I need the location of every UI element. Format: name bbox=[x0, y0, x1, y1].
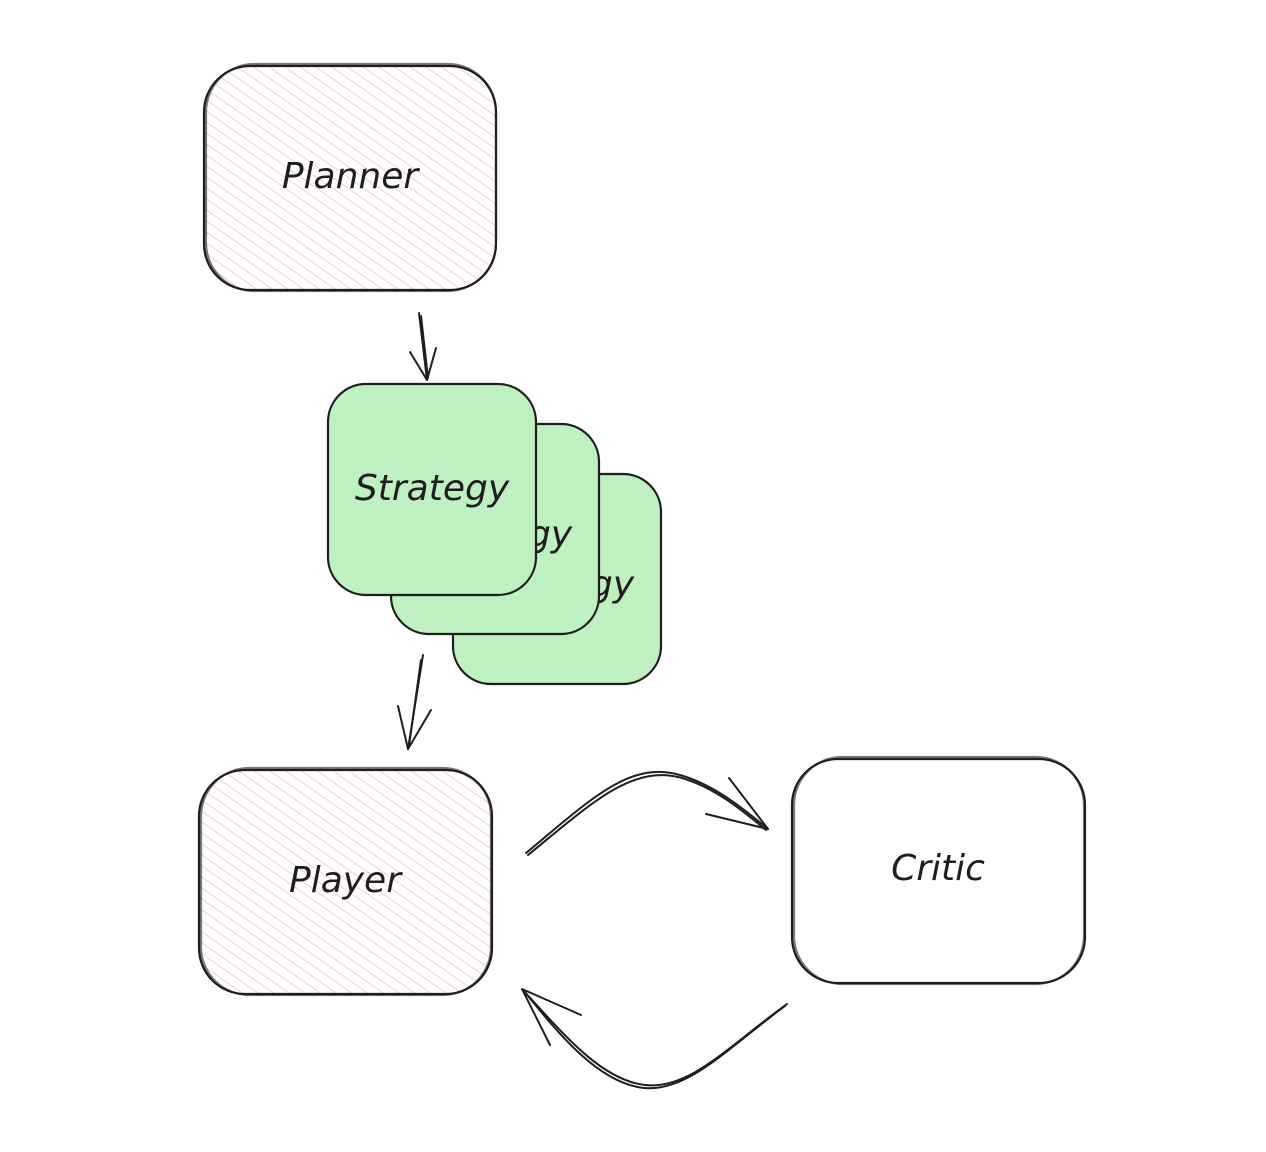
edge-player-to-critic-curve bbox=[525, 770, 769, 854]
critic-label: Critic bbox=[891, 848, 985, 889]
critic-node[interactable]: Critic bbox=[790, 755, 1087, 986]
player-node[interactable]: Player bbox=[197, 766, 494, 997]
strategy-card-front-fill bbox=[328, 384, 536, 595]
edge-critic-to-player-curve bbox=[521, 988, 788, 1087]
edge-critic-to-player-arrowhead bbox=[521, 988, 582, 1046]
edge-player-to-critic bbox=[525, 770, 769, 856]
player-hatch-fill bbox=[199, 770, 492, 994]
critic-border-sketch bbox=[792, 755, 1086, 986]
strategy-card-front-border bbox=[326, 382, 538, 597]
edge-critic-to-player-curve-sketch bbox=[523, 990, 786, 1090]
edge-strategy-to-player bbox=[397, 654, 432, 750]
player-border-sketch bbox=[199, 766, 493, 997]
planner-border-sketch bbox=[204, 62, 498, 293]
planner-label: Planner bbox=[282, 156, 421, 197]
edge-strategy-to-player-arrowhead bbox=[397, 705, 432, 750]
planner-hatch-fill bbox=[204, 66, 496, 290]
edge-planner-to-strategy-line bbox=[418, 312, 428, 381]
edge-player-to-critic-curve-sketch bbox=[527, 774, 767, 856]
edge-planner-to-strategy-line-sketch bbox=[420, 315, 429, 379]
edge-critic-to-player bbox=[521, 988, 788, 1090]
critic-fill bbox=[792, 759, 1085, 983]
strategy-card-front-label: Strategy bbox=[355, 468, 510, 509]
edge-planner-to-strategy bbox=[409, 312, 437, 381]
edge-planner-to-strategy-arrowhead bbox=[409, 347, 437, 381]
edge-player-to-critic-arrowhead bbox=[705, 777, 769, 830]
edge-strategy-to-player-line-sketch bbox=[408, 659, 422, 747]
player-label: Player bbox=[289, 860, 403, 901]
strategy-card-front[interactable]: Strategy bbox=[326, 382, 538, 597]
planner-node[interactable]: Planner bbox=[202, 62, 498, 293]
